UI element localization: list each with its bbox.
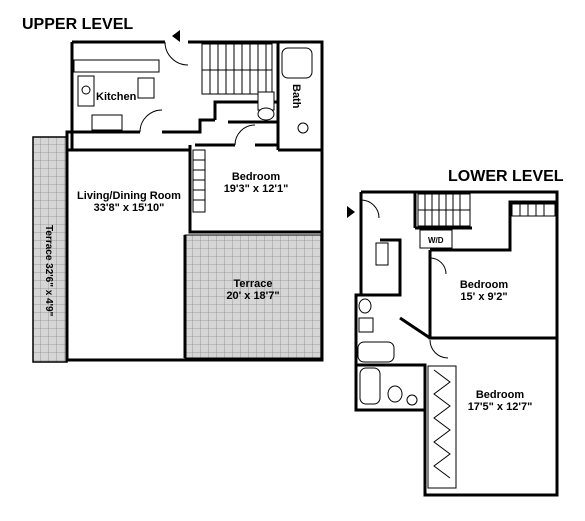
- lower-level-heading: LOWER LEVEL: [448, 168, 564, 185]
- upper-stairs: [201, 43, 273, 95]
- upper-interior-walls: [67, 42, 322, 358]
- lower-bedroom-2-dims: 17'5" x 12'7": [468, 401, 533, 413]
- lower-bedroom-1-name: Bedroom: [460, 279, 509, 291]
- upper-level-heading: UPPER LEVEL: [22, 16, 133, 33]
- living-room-name: Living/Dining Room: [77, 190, 181, 202]
- terrace-name: Terrace: [234, 278, 273, 290]
- bath-fixtures: [257, 47, 313, 134]
- lower-interior-walls: [356, 192, 557, 410]
- kitchen-fixtures: [73, 59, 160, 131]
- washer-dryer-label: W/D: [428, 236, 444, 245]
- side-terrace-label: Terrace 32'6" x 4'9": [43, 225, 54, 317]
- bath-label: Bath: [290, 84, 302, 109]
- lower-bedroom-2-name: Bedroom: [476, 389, 525, 401]
- living-room-dims: 33'8" x 15'10": [94, 202, 165, 214]
- washer-dryer-closet: [419, 229, 453, 249]
- side-terrace: [32, 136, 68, 363]
- upper-bedroom-dims: 19'3" x 12'1": [224, 183, 289, 195]
- entry-arrow-icon: [172, 30, 180, 42]
- lower-bedroom-1-dims: 15' x 9'2": [460, 291, 507, 303]
- kitchen-label: Kitchen: [96, 91, 137, 103]
- lower-stairs: [417, 193, 471, 227]
- lower-bath-fixtures: [357, 298, 418, 406]
- upper-bedroom-name: Bedroom: [232, 171, 281, 183]
- bedroom-closet: [192, 149, 206, 213]
- bedroom-2-closet: [427, 365, 457, 489]
- upper-doors: [139, 41, 256, 146]
- upper-level-plan: UPPER LEVEL: [22, 16, 324, 363]
- lower-entry-arrow-icon: [347, 206, 355, 218]
- front-terrace: [184, 234, 323, 359]
- lower-level-plan: LOWER LEVEL W/D: [347, 168, 564, 497]
- bedroom-1-closet: [375, 203, 556, 266]
- lower-doors: [360, 199, 449, 359]
- terrace-dims: 20' x 18'7": [226, 290, 279, 302]
